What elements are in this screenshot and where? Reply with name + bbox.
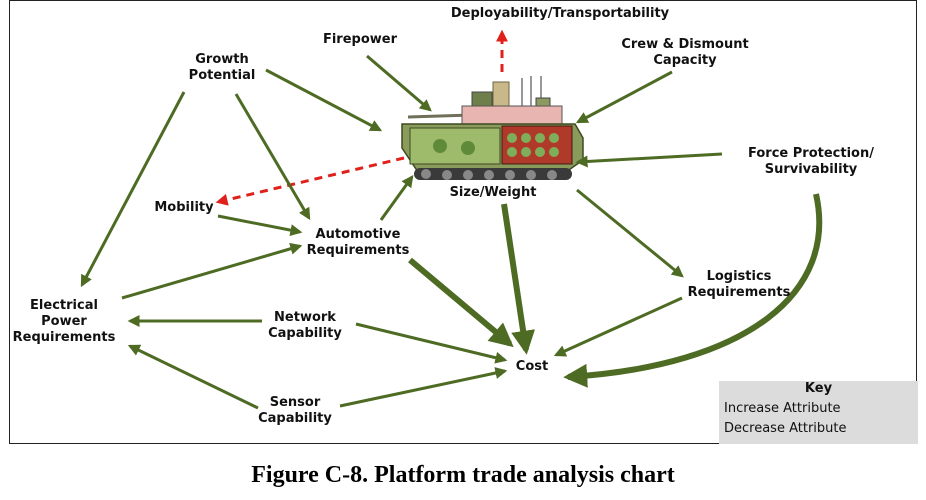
node-sensor-capability: Sensor Capability: [258, 395, 332, 426]
armored-vehicle-icon: [401, 76, 584, 180]
node-crew-dismount: Crew & Dismount Capacity: [621, 37, 749, 68]
arrow-firepower-to-size: [366, 54, 432, 112]
arrow-logistics-to-cost: [553, 296, 683, 357]
arrow-automotive-to-cost: [408, 257, 514, 348]
key-title: Key: [804, 381, 833, 396]
arrow-network-to-cost: [355, 322, 508, 364]
node-growth-potential: Growth Potential: [188, 52, 256, 83]
node-size-weight: Size/Weight: [449, 185, 537, 200]
node-network-capability: Network Capability: [268, 310, 342, 341]
key-decrease-label: Decrease Attribute: [724, 421, 847, 436]
key-legend: Key Increase Attribute Decrease Attribut…: [719, 381, 918, 444]
arrow-sensor-to-cost: [339, 367, 508, 408]
figure-caption: Figure C-8. Platform trade analysis char…: [251, 462, 675, 488]
arrow-size-to-mobility: [215, 156, 405, 206]
arrow-sensor-to-electrical: [127, 344, 259, 410]
arrow-crew-to-size: [575, 70, 673, 124]
node-automotive: Automotive Requirements: [306, 227, 410, 258]
node-mobility: Mobility: [154, 200, 214, 215]
node-firepower: Firepower: [322, 32, 398, 47]
node-electrical-power: Electrical Power Requirements: [12, 298, 116, 345]
arrow-force-protection-to-size: [575, 152, 723, 168]
arrow-growth-to-automotive: [234, 93, 311, 221]
arrow-electrical-to-automotive: [121, 242, 303, 300]
arrow-force-protection-to-cost: [563, 193, 823, 388]
arrow-automotive-to-size: [379, 175, 414, 221]
node-force-protection: Force Protection/ Survivability: [748, 146, 874, 177]
arrow-size-to-cost: [501, 203, 536, 355]
key-increase-label: Increase Attribute: [724, 401, 841, 416]
node-deployability: Deployability/Transportability: [450, 6, 670, 21]
arrow-growth-to-electrical: [80, 91, 186, 288]
node-logistics: Logistics Requirements: [687, 269, 791, 300]
arrow-size-to-logistics: [576, 188, 684, 278]
arrow-mobility-to-automotive: [217, 214, 303, 237]
diagram-frame: [9, 0, 917, 444]
node-cost: Cost: [515, 359, 549, 374]
arrow-growth-to-size: [265, 68, 383, 132]
